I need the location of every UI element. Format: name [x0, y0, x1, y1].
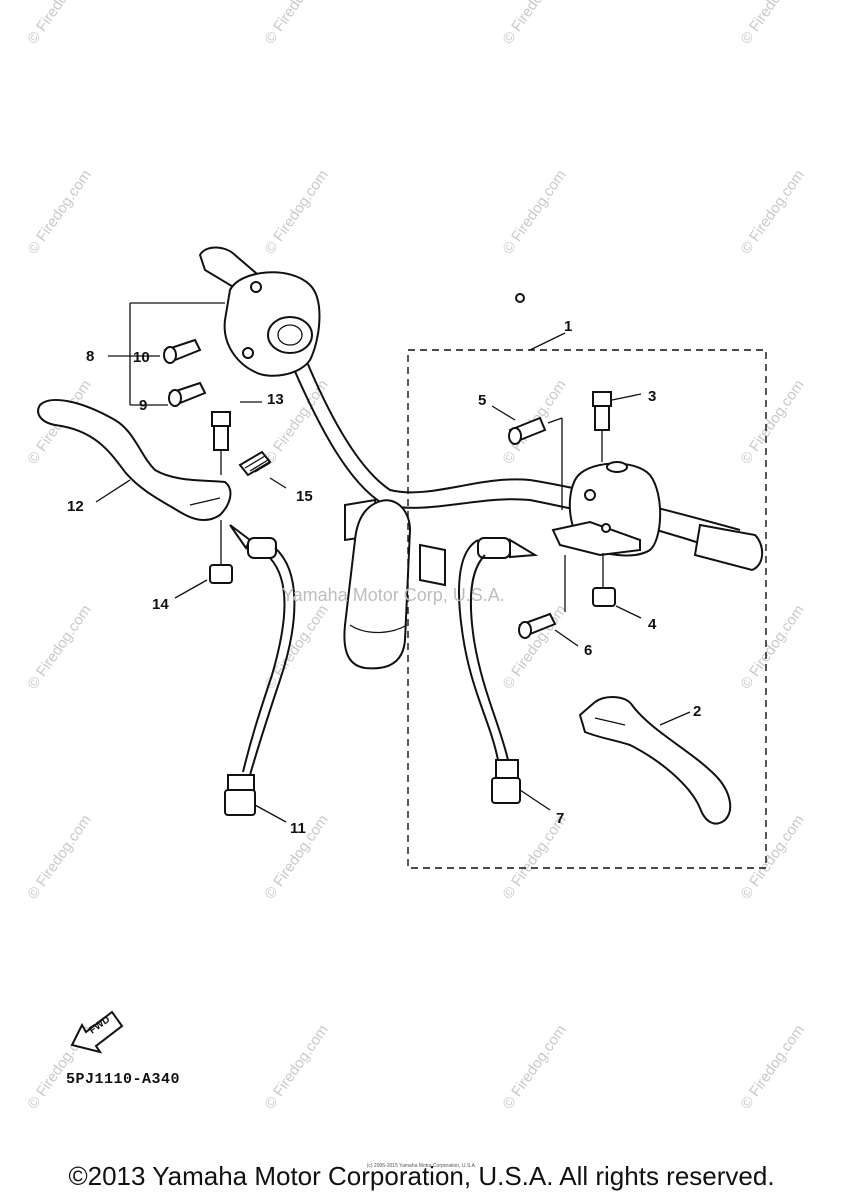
watermark-firedog-13: © Firedog.com [261, 602, 331, 693]
callout-4: 4 [648, 616, 657, 633]
callout-6: 6 [584, 642, 592, 659]
watermark-firedog-11: © Firedog.com [737, 377, 807, 468]
callout-15: 15 [296, 488, 313, 505]
callout-14: 14 [152, 596, 169, 613]
watermark-firedog-0: © Firedog.com [24, 0, 94, 47]
watermark-firedog-4: © Firedog.com [24, 167, 94, 258]
watermark-firedog-16: © Firedog.com [24, 812, 94, 903]
callout-11: 11 [290, 820, 306, 837]
copyright-notice: ©2013 Yamaha Motor Corporation, U.S.A. A… [68, 1161, 775, 1191]
callout-5: 5 [478, 392, 486, 409]
nut-14 [209, 520, 233, 584]
diagram-code: 5PJ1110-A340 [66, 1071, 181, 1088]
leader-lines [95, 393, 691, 823]
handlebar-holder [343, 499, 412, 670]
watermark-firedog-15: © Firedog.com [737, 602, 807, 693]
right-switch-housing [551, 461, 662, 557]
watermark-firedog-19: © Firedog.com [737, 812, 807, 903]
callout-3: 3 [648, 388, 656, 405]
screw-6 [518, 555, 566, 639]
callout-7: 7 [556, 810, 564, 827]
screw-9 [168, 381, 207, 407]
watermark-firedog-7: © Firedog.com [737, 167, 807, 258]
screw-10 [163, 338, 202, 364]
callout-12: 12 [67, 498, 84, 515]
callout-2: 2 [693, 703, 701, 720]
watermark-firedog-12: © Firedog.com [24, 602, 94, 693]
leader-1 [529, 332, 566, 351]
watermark-firedog-1: © Firedog.com [261, 0, 331, 47]
callout-8: 8 [86, 348, 94, 365]
left-switch-housing [223, 271, 525, 377]
bolt-13 [211, 411, 231, 475]
nut-4 [592, 553, 616, 607]
watermark-firedog-14: © Firedog.com [499, 602, 569, 693]
callout-1: 1 [564, 318, 572, 335]
watermark-firedog-21: © Firedog.com [261, 1022, 331, 1113]
fine-print: (c) 2005-2015 Yamaha Motor Corporation, … [366, 1163, 477, 1169]
assembly-1-boundary [407, 349, 767, 869]
left-lever [37, 399, 232, 522]
fwd-arrow-icon: FWD [70, 1010, 124, 1054]
callout-bracket-8 [108, 302, 225, 406]
brake-switch-7 [457, 537, 539, 804]
watermark-firedog-22: © Firedog.com [499, 1022, 569, 1113]
clutch-switch-11 [224, 524, 296, 816]
bolt-3 [592, 391, 612, 462]
callout-10: 10 [133, 349, 150, 366]
watermark-firedog-6: © Firedog.com [499, 167, 569, 258]
watermark-grid: © Firedog.com © Firedog.com © Firedog.com ©… [24, 0, 807, 1112]
callout-9: 9 [139, 397, 147, 414]
center-watermark: Yamaha Motor Corp, U.S.A. [282, 585, 505, 605]
brake-lever-2 [578, 696, 732, 825]
watermark-firedog-23: © Firedog.com [737, 1022, 807, 1113]
screw-5 [508, 416, 563, 510]
watermark-firedog-2: © Firedog.com [499, 0, 569, 47]
watermark-firedog-5: © Firedog.com [261, 167, 331, 258]
callout-13: 13 [267, 391, 284, 408]
spring-15 [238, 450, 272, 477]
watermark-firedog-3: © Firedog.com [737, 0, 807, 47]
